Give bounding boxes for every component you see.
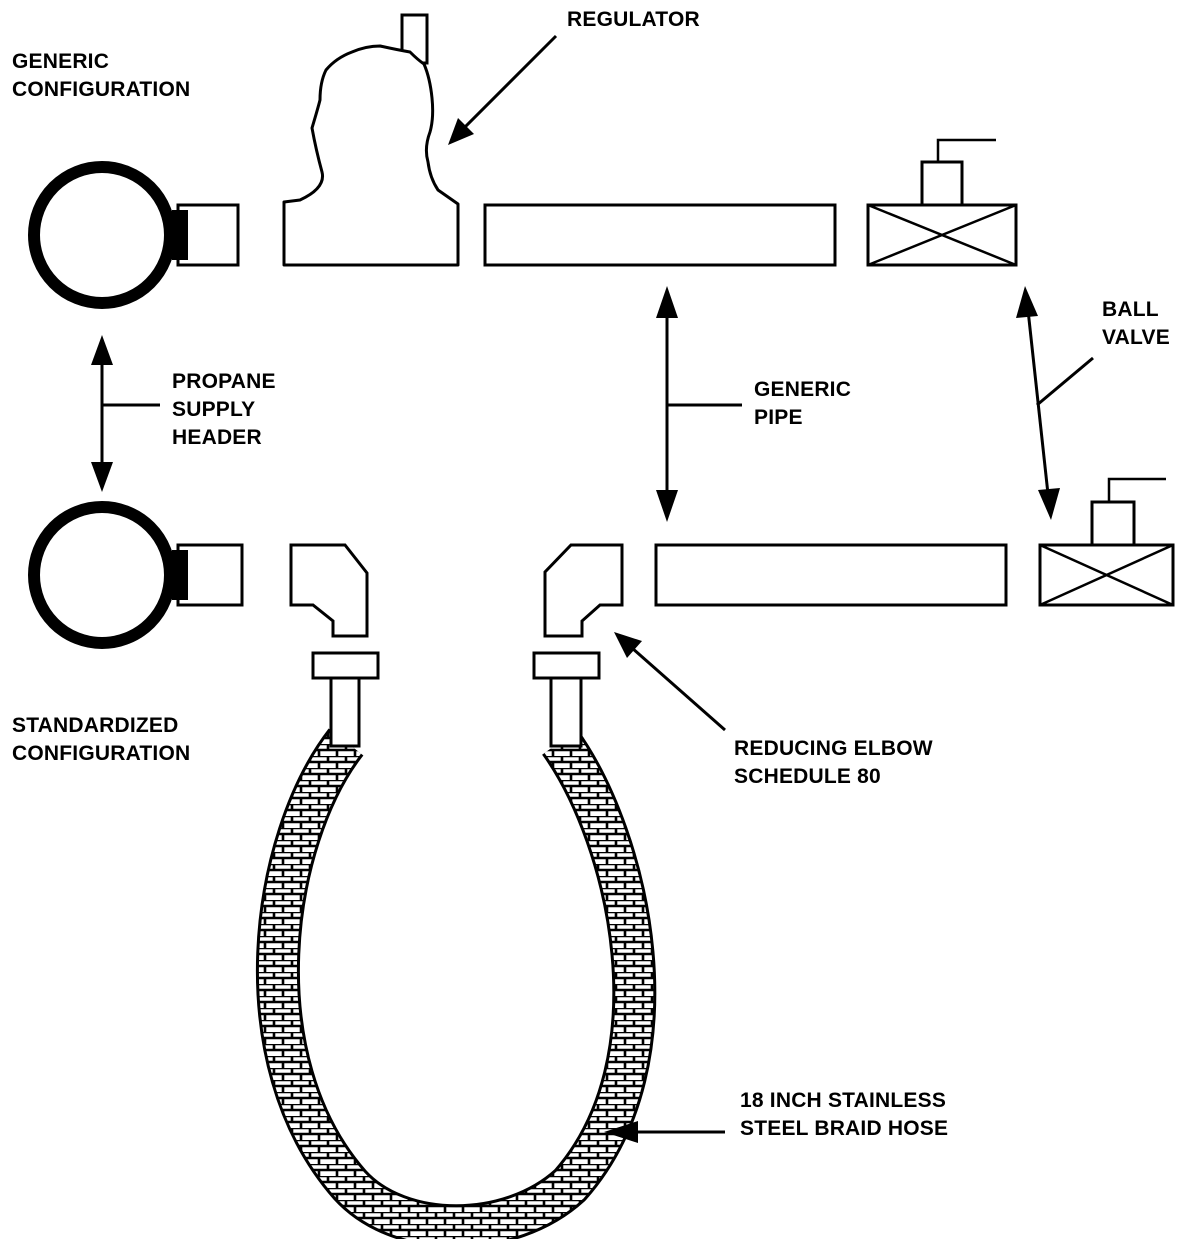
standardized-configuration-label: STANDARDIZED CONFIGURATION bbox=[12, 714, 191, 765]
braid-hose-label: 18 INCH STAINLESS STEEL BRAID HOSE bbox=[740, 1089, 949, 1140]
generic-pipe-bottom bbox=[654, 543, 1008, 607]
reducing-elbow-right bbox=[543, 543, 624, 638]
propane-header-arrow bbox=[91, 335, 160, 492]
ball-valve-bottom bbox=[1038, 477, 1175, 607]
generic-configuration-label: GENERIC CONFIGURATION bbox=[12, 50, 191, 101]
regulator bbox=[282, 13, 460, 267]
regulator-callout bbox=[448, 34, 558, 145]
ball-valve-label: BALL VALVE bbox=[1102, 298, 1170, 349]
standard-header-pipe bbox=[28, 501, 244, 649]
ball-valve-arrow bbox=[1016, 286, 1094, 520]
regulator-label: REGULATOR bbox=[567, 8, 700, 31]
reducing-elbow-label: REDUCING ELBOW SCHEDULE 80 bbox=[734, 737, 933, 788]
generic-header-pipe bbox=[28, 161, 240, 309]
reducing-elbow-left bbox=[289, 543, 369, 638]
generic-pipe-arrow bbox=[656, 286, 742, 522]
generic-pipe-label: GENERIC PIPE bbox=[754, 378, 852, 429]
propane-supply-header-label: PROPANE SUPPLY HEADER bbox=[172, 370, 276, 449]
ball-valve-top bbox=[866, 138, 1018, 267]
reducing-elbow-callout bbox=[614, 632, 726, 732]
hose-callout bbox=[604, 1121, 725, 1143]
generic-pipe-top bbox=[483, 203, 837, 267]
braided-hose bbox=[255, 651, 657, 1239]
